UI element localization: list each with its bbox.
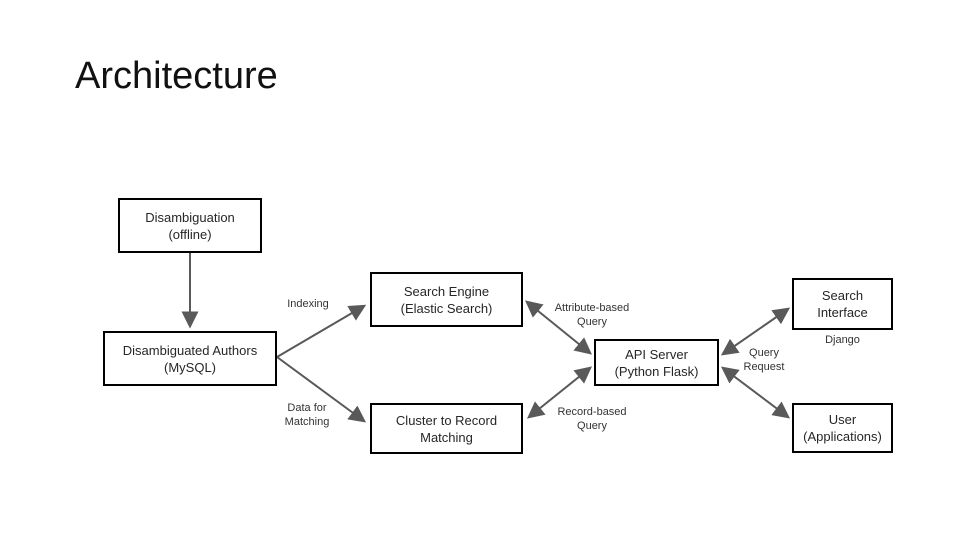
page-title: Architecture xyxy=(75,55,278,97)
node-disambiguation-line2: (offline) xyxy=(168,226,212,242)
node-cluster-line1: Cluster to Record xyxy=(395,412,498,428)
edge-label-query-request: Query Request xyxy=(743,347,785,373)
node-cluster-line2: Matching xyxy=(420,429,473,445)
node-search-interface-line2: Interface xyxy=(817,305,868,320)
node-authors-line2: (MySQL) xyxy=(164,359,216,375)
arrow-api-server-search-interface xyxy=(720,307,791,356)
node-search-engine-line2: (Elastic Search) xyxy=(400,300,493,316)
arrow-search-engine-api-server xyxy=(525,300,592,355)
edge-label-indexing: Indexing xyxy=(287,298,329,310)
node-disambiguation: Disambiguation (offline) xyxy=(118,198,262,253)
node-api-server-line1: API Server xyxy=(625,346,688,362)
node-cluster-to-record-matching: Cluster to Record Matching xyxy=(370,403,523,454)
node-api-server: API Server (Python Flask) xyxy=(594,339,719,386)
edge-label-record-based-query: Record-based Query xyxy=(557,406,627,432)
node-user-line2: (Applications) xyxy=(803,429,882,444)
arrow-authors-to-search-engine xyxy=(276,304,367,358)
node-search-engine-line1: Search Engine xyxy=(403,283,490,299)
node-authors-line1: Disambiguated Authors xyxy=(122,342,258,358)
node-search-interface-caption: Django xyxy=(825,334,860,346)
node-disambiguation-line1: Disambiguation xyxy=(145,209,235,225)
arrow-authors-to-cluster xyxy=(276,356,367,423)
node-search-engine: Search Engine (Elastic Search) xyxy=(370,272,523,327)
node-api-server-line2: (Python Flask) xyxy=(614,363,699,379)
arrow-api-server-user xyxy=(720,366,791,419)
node-search-interface: Search Interface xyxy=(792,278,893,330)
arrow-cluster-api-server xyxy=(527,366,592,419)
node-user-line1: User xyxy=(828,412,857,427)
node-user-applications: User (Applications) xyxy=(792,403,893,453)
node-disambiguated-authors: Disambiguated Authors (MySQL) xyxy=(103,331,277,386)
edge-label-attribute-based-query: Attribute-based Query xyxy=(554,302,630,328)
edge-label-data-for-matching: Data for Matching xyxy=(284,402,330,428)
node-search-interface-line1: Search xyxy=(821,288,864,303)
